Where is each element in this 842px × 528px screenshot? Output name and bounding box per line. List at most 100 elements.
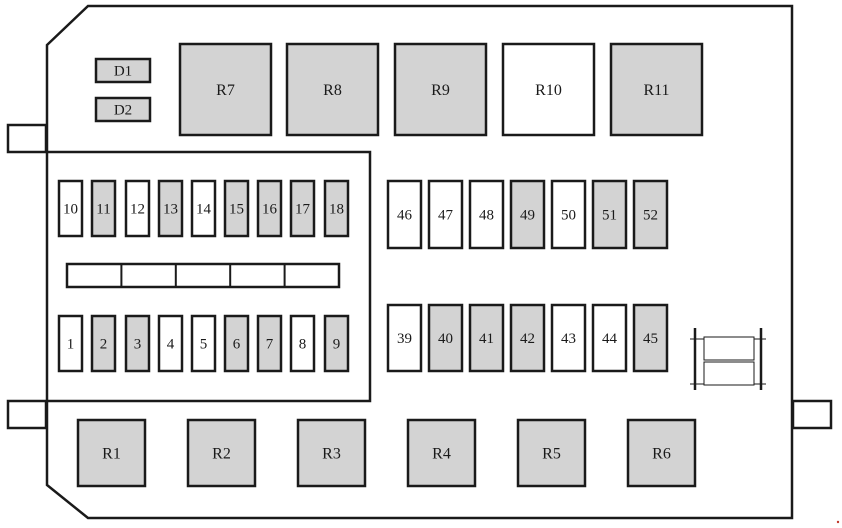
relay-r2: R2: [186, 418, 257, 488]
fuse-50-label: 50: [561, 208, 576, 224]
diode-d1-label: D1: [114, 64, 132, 80]
fuse-43-body: [550, 303, 587, 373]
fuse-43: 43: [550, 303, 587, 373]
fuse-45: 45: [632, 303, 669, 373]
fuse-41-body: [468, 303, 505, 373]
fuse-48-body: [468, 179, 505, 250]
spare-fuse-strip: [65, 262, 341, 289]
fuse-40-label: 40: [438, 331, 453, 347]
fuse-18: 18: [323, 179, 350, 238]
fuse-10-body: [57, 179, 84, 238]
relay-r6-body: [626, 418, 697, 488]
relay-r6: R6: [626, 418, 697, 488]
fuse-15-label: 15: [229, 202, 244, 218]
fuse-11-body: [90, 179, 117, 238]
relay-r8-body: [285, 42, 380, 137]
relay-r11-label: R11: [643, 82, 669, 99]
fuse-49: 49: [509, 179, 546, 250]
fuse-42: 42: [509, 303, 546, 373]
fuse-16-body: [256, 179, 283, 238]
fuse-2: 2: [90, 314, 117, 373]
fuse-18-body: [323, 179, 350, 238]
fuse-41: 41: [468, 303, 505, 373]
fuse-17-label: 17: [295, 202, 311, 218]
fuse-8: 8: [289, 314, 316, 373]
mini-fuse-panel: [47, 150, 372, 403]
fuse-50: 50: [550, 179, 587, 250]
diode-d1-body: [94, 57, 152, 84]
fuse-47-body: [427, 179, 464, 250]
fuse-7: 7: [256, 314, 283, 373]
relay-r8: R8: [285, 42, 380, 137]
fuse-2-label: 2: [100, 337, 108, 353]
relay-r1-label: R1: [102, 446, 121, 463]
fuse-13: 13: [157, 179, 184, 238]
fuse-47: 47: [427, 179, 464, 250]
fuse-8-label: 8: [299, 337, 307, 353]
fuse-46: 46: [386, 179, 423, 250]
fuse-51: 51: [591, 179, 628, 250]
diode-d2: D2: [94, 96, 152, 123]
fuse-5: 5: [190, 314, 217, 373]
fuse-10-label: 10: [63, 202, 78, 218]
fuse-42-body: [509, 303, 546, 373]
fuse-5-label: 5: [200, 337, 208, 353]
fuse-9-body: [323, 314, 350, 373]
fuse-46-label: 46: [397, 208, 413, 224]
fuse-44-label: 44: [602, 331, 618, 347]
fuse-42-label: 42: [520, 331, 535, 347]
relay-r9: R9: [393, 42, 488, 137]
fuse-49-label: 49: [520, 208, 535, 224]
fuse-49-body: [509, 179, 546, 250]
fuse-7-body: [256, 314, 283, 373]
relay-r3: R3: [296, 418, 367, 488]
relay-r2-label: R2: [212, 446, 231, 463]
fuse-14: 14: [190, 179, 217, 238]
fuse-1: 1: [57, 314, 84, 373]
relay-r3-body: [296, 418, 367, 488]
fuse-48: 48: [468, 179, 505, 250]
fuse-6-label: 6: [233, 337, 241, 353]
mounting-tab-left-lower: [6, 399, 48, 430]
fuse-10: 10: [57, 179, 84, 238]
fuse-16-label: 16: [262, 202, 278, 218]
fuse-17: 17: [289, 179, 316, 238]
corner-marker: [836, 520, 840, 524]
relay-r11: R11: [609, 42, 704, 137]
relay-r3-label: R3: [322, 446, 341, 463]
fuse-puller-icon: [690, 328, 766, 390]
fuse-52-body: [632, 179, 669, 250]
relay-r7-label: R7: [216, 82, 235, 99]
relay-r1: R1: [76, 418, 147, 488]
fuse-39: 39: [386, 303, 423, 373]
fuse-3-label: 3: [134, 337, 142, 353]
fuse-6-body: [223, 314, 250, 373]
fuse-39-body: [386, 303, 423, 373]
relay-r9-body: [393, 42, 488, 137]
fuse-4: 4: [157, 314, 184, 373]
fuse-8-body: [289, 314, 316, 373]
fuse-18-label: 18: [329, 202, 344, 218]
relay-r10-label: R10: [535, 82, 562, 99]
fuse-17-body: [289, 179, 316, 238]
fuse-51-body: [591, 179, 628, 250]
fuse-14-body: [190, 179, 217, 238]
relay-r7: R7: [178, 42, 273, 137]
fuse-6: 6: [223, 314, 250, 373]
fuse-44: 44: [591, 303, 628, 373]
fuse-43-label: 43: [561, 331, 576, 347]
fuse-13-body: [157, 179, 184, 238]
relay-r4-label: R4: [432, 446, 451, 463]
fuse-9-label: 9: [333, 337, 341, 353]
fuse-13-label: 13: [163, 202, 178, 218]
relay-r4-body: [406, 418, 477, 488]
fuse-51-label: 51: [602, 208, 617, 224]
fuse-2-body: [90, 314, 117, 373]
relay-r1-body: [76, 418, 147, 488]
fuse-40: 40: [427, 303, 464, 373]
relay-r7-body: [178, 42, 273, 137]
fuse-3-body: [124, 314, 151, 373]
fuse-15-body: [223, 179, 250, 238]
fuse-1-label: 1: [67, 337, 75, 353]
